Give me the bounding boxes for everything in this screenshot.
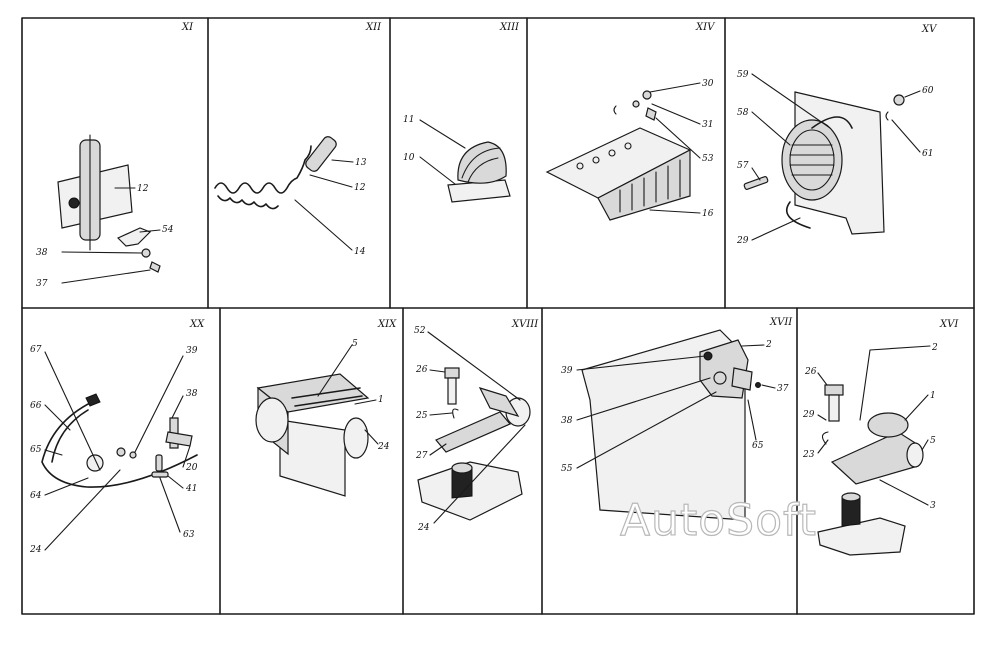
watermark-text: AutoSoft xyxy=(620,495,817,546)
panel-numeral: XVIII xyxy=(511,319,539,330)
part-label: 12 xyxy=(354,183,366,193)
panel-numeral: XIV xyxy=(695,22,716,33)
panel-numeral: XI xyxy=(181,22,194,33)
part-label: 11 xyxy=(403,115,414,125)
panel-numeral: XVII xyxy=(769,317,793,328)
part-label: 23 xyxy=(802,450,815,460)
spring-and-pin-drawing xyxy=(214,136,337,210)
wiring-harness-drawing xyxy=(41,393,198,488)
leader-lines xyxy=(317,344,379,445)
part-label: 55 xyxy=(561,464,573,474)
part-label: 16 xyxy=(702,209,714,219)
leader-lines xyxy=(817,345,931,506)
part-label: 5 xyxy=(352,339,358,349)
part-label: 31 xyxy=(702,120,713,130)
part-label: 24 xyxy=(417,523,430,533)
part-label: 37 xyxy=(777,384,789,394)
part-label: 61 xyxy=(922,149,933,159)
leader-lines xyxy=(576,344,776,469)
panel-xviii: XVIII 52 26 25 27 24 xyxy=(414,319,539,533)
panel-grid xyxy=(21,17,975,615)
part-label: 66 xyxy=(30,401,42,411)
panel-xii: XII 13 12 14 xyxy=(214,22,382,257)
tube-bracket-drawing xyxy=(255,373,370,497)
panel-xv: XV 59 58 57 29 60 61 xyxy=(736,24,938,246)
panel-xiii: XIII 11 10 xyxy=(403,22,520,203)
panel-xvii: XVII 39 2 37 38 65 55 xyxy=(561,317,793,521)
part-label: 29 xyxy=(802,410,815,420)
part-label: 38 xyxy=(561,416,573,426)
panel-xix: XIX 5 1 24 xyxy=(255,319,397,497)
vented-cover-drawing xyxy=(545,90,692,221)
part-label: 39 xyxy=(561,366,573,376)
part-label: 67 xyxy=(30,345,42,355)
part-label: 3 xyxy=(930,501,936,511)
part-label: 41 xyxy=(185,484,197,494)
part-label: 14 xyxy=(354,247,366,257)
part-label: 24 xyxy=(377,442,390,452)
panel-xx: XX 67 39 38 66 65 xyxy=(29,319,205,555)
part-label: 27 xyxy=(415,451,428,461)
leader-lines xyxy=(427,331,526,524)
lamp-clip-drawing xyxy=(447,141,511,203)
panel-xiv: XIV 30 31 53 16 xyxy=(545,22,716,221)
part-label: 10 xyxy=(403,153,415,163)
part-label: 12 xyxy=(137,184,149,194)
part-label: 25 xyxy=(415,411,428,421)
part-label: 60 xyxy=(922,86,934,96)
panel-numeral: XV xyxy=(921,24,938,35)
part-label: 63 xyxy=(183,530,195,540)
part-label: 2 xyxy=(931,343,938,353)
leader-lines xyxy=(751,73,921,241)
leader-lines xyxy=(44,351,191,551)
part-label: 1 xyxy=(378,395,384,405)
leader-lines xyxy=(649,82,701,214)
panel-numeral: XIII xyxy=(499,22,520,33)
part-label: 57 xyxy=(737,161,749,171)
panel-numeral: XII xyxy=(365,22,382,33)
part-label: 54 xyxy=(162,225,174,235)
part-label: 5 xyxy=(930,436,936,446)
part-label: 39 xyxy=(186,346,198,356)
leader-lines xyxy=(294,159,354,251)
part-label: 20 xyxy=(185,463,198,473)
part-label: 59 xyxy=(737,70,749,80)
part-label: 38 xyxy=(186,389,198,399)
part-label: 53 xyxy=(702,154,714,164)
panel-numeral: XIX xyxy=(377,319,397,330)
part-label: 38 xyxy=(36,248,48,258)
part-label: 64 xyxy=(30,491,42,501)
part-label: 30 xyxy=(702,79,714,89)
leader-lines xyxy=(419,119,466,185)
part-label: 65 xyxy=(752,441,764,451)
part-label: 26 xyxy=(415,365,428,375)
part-label: 52 xyxy=(414,326,426,336)
part-label: 2 xyxy=(765,340,772,350)
part-label: 58 xyxy=(737,108,749,118)
panel-mount-drawing xyxy=(581,329,761,521)
panel-xvi: XVI 2 26 1 29 23 5 3 xyxy=(802,319,959,556)
part-label: 24 xyxy=(29,545,42,555)
panel-numeral: XVI xyxy=(939,319,959,330)
part-label: 26 xyxy=(804,367,817,377)
panel-xi: XI 12 54 38 37 xyxy=(36,22,194,289)
pivot-bracket-drawing xyxy=(417,367,531,521)
part-label: 1 xyxy=(930,391,936,401)
panel-numeral: XX xyxy=(189,319,205,330)
clamp-assembly-drawing xyxy=(817,384,924,556)
round-lamp-drawing xyxy=(743,91,905,235)
part-label: 13 xyxy=(355,158,367,168)
part-label: 37 xyxy=(36,279,48,289)
leader-lines xyxy=(61,187,161,284)
hinge-assembly-drawing xyxy=(57,134,161,273)
part-label: 29 xyxy=(736,236,749,246)
part-label: 65 xyxy=(30,445,42,455)
